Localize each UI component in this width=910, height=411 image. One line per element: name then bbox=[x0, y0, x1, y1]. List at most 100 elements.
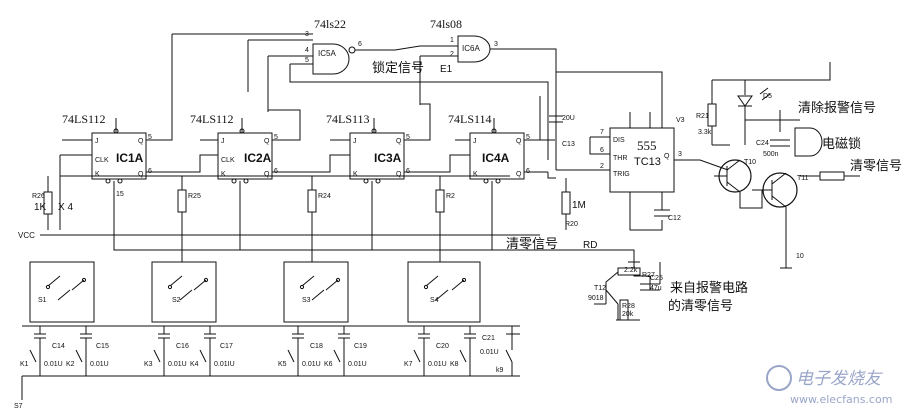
label-e1: E1 bbox=[440, 64, 453, 75]
label-clear-zero-right: 清零信号 bbox=[850, 159, 902, 174]
timer-pin-dis: DIS bbox=[613, 137, 625, 144]
label-cap3: 0.01U bbox=[168, 361, 187, 368]
flipflop-ic3a: IC3A J K Q Q 5 6 bbox=[349, 132, 410, 180]
ic1-pin-j: J bbox=[95, 138, 99, 145]
timer-pin-2: 2 bbox=[600, 163, 604, 170]
label-from-alarm-1: 来自报警电路 bbox=[670, 280, 748, 296]
label-s3: S3 bbox=[302, 297, 311, 304]
label-c20: C20 bbox=[436, 343, 449, 350]
watermark: 电子发烧友 www.elecfans.com bbox=[766, 365, 892, 406]
part-74ls08: 74ls08 bbox=[430, 17, 462, 31]
label-k5: K5 bbox=[278, 361, 287, 368]
part-74ls22: 74ls22 bbox=[314, 17, 346, 31]
watermark-cn: 电子发烧友 bbox=[796, 369, 883, 389]
label-k8: K8 bbox=[450, 361, 459, 368]
ic2-pin5: 5 bbox=[274, 134, 278, 141]
reset-circuit bbox=[594, 261, 661, 321]
label-1k: 1K bbox=[34, 202, 47, 213]
ic5-pin5: 5 bbox=[305, 57, 309, 64]
label-k1: K1 bbox=[20, 361, 29, 368]
resistor-r21 bbox=[707, 103, 717, 127]
ic1-pin-clk: CLK bbox=[95, 157, 109, 164]
label-s4: S4 bbox=[430, 297, 439, 304]
ic1-pin-k: K bbox=[95, 171, 100, 178]
label-cap2: 0.01U bbox=[90, 361, 109, 368]
label-k4: K4 bbox=[190, 361, 199, 368]
ic6-pin1: 1 bbox=[450, 37, 454, 44]
ic3-pin-q: Q bbox=[396, 138, 402, 145]
label-clear-zero-mid: 清零信号 bbox=[506, 237, 558, 252]
label-cap8: 0.01U bbox=[480, 349, 499, 356]
resistor-r24 bbox=[307, 189, 317, 213]
label-from-alarm-2: 的清零信号 bbox=[668, 298, 733, 314]
timer-part: 555 bbox=[637, 138, 657, 153]
label-d5: D5 bbox=[763, 93, 772, 100]
label-r28: R28 bbox=[622, 303, 635, 310]
label-s2: S2 bbox=[172, 297, 181, 304]
label-500n: 500n bbox=[763, 151, 779, 158]
label-lock-signal: 锁定信号 bbox=[372, 60, 424, 76]
timer-pin-3: 3 bbox=[678, 151, 682, 158]
flipflop-ic1a: IC1A J CLK K Q Q 5 6 15 bbox=[91, 132, 152, 198]
flipflop-ic4a: IC4A J K Q Q 5 6 bbox=[469, 132, 530, 180]
label-cap6: 0.01U bbox=[348, 361, 367, 368]
label-r27: R27 bbox=[642, 272, 655, 279]
label-cap7: 0.01U bbox=[428, 361, 447, 368]
timer-wires bbox=[547, 71, 729, 231]
label-t11: T11 bbox=[797, 175, 809, 182]
ic2-pin-j: J bbox=[221, 138, 225, 145]
label-c19: C19 bbox=[354, 343, 367, 350]
label-9018: 9018 bbox=[588, 295, 604, 302]
ic2-pin-clk: CLK bbox=[221, 157, 235, 164]
label-c12: C12 bbox=[668, 215, 681, 222]
label-cap1: 0.01U bbox=[44, 361, 63, 368]
ic5-label: IC5A bbox=[318, 49, 336, 58]
label-t12: T12 bbox=[594, 285, 606, 292]
label-electromagnetic-lock: 电磁锁 bbox=[822, 136, 861, 152]
label-t10: T10 bbox=[744, 159, 756, 166]
label-k2: K2 bbox=[66, 361, 75, 368]
label-k3: K3 bbox=[144, 361, 153, 368]
label-1m: 1M bbox=[572, 200, 586, 211]
label-c25: C25 bbox=[650, 275, 663, 282]
label-c14: C14 bbox=[52, 343, 65, 350]
label-cap5: 0.01U bbox=[302, 361, 321, 368]
flipflop-ic2a: IC2A J CLK K Q Q 5 6 bbox=[217, 132, 278, 180]
label-r2: R2 bbox=[446, 193, 455, 200]
ic1-label: IC1A bbox=[116, 151, 144, 165]
watermark-url: www.elecfans.com bbox=[790, 393, 892, 406]
watermark-logo-icon bbox=[766, 365, 792, 391]
top-wires bbox=[171, 33, 557, 170]
ic1-pin5: 5 bbox=[148, 134, 152, 141]
resistor-r27 bbox=[617, 267, 641, 276]
ic1-pin-q: Q bbox=[138, 138, 144, 145]
label-c17: C17 bbox=[220, 343, 233, 350]
ic2-pin-k: K bbox=[221, 171, 226, 178]
ic2-label: IC2A bbox=[244, 151, 272, 165]
timer-pin-trig: TRIG bbox=[613, 171, 630, 178]
label-vcc: VCC bbox=[18, 231, 35, 240]
part-74ls113: 74LS113 bbox=[326, 112, 370, 126]
label-c21: C21 bbox=[482, 335, 495, 342]
timer-pin-q: Q bbox=[664, 153, 670, 160]
switch-matrix bbox=[21, 261, 520, 400]
label-k7: K7 bbox=[404, 361, 413, 368]
gate-ic6a-and: IC6A bbox=[457, 35, 491, 63]
part-74ls112-b: 74LS112 bbox=[190, 112, 234, 126]
label-k6: K6 bbox=[324, 361, 333, 368]
label-c13: C13 bbox=[562, 141, 575, 148]
ic5-pin6: 6 bbox=[358, 41, 362, 48]
ic4-pin-j: J bbox=[473, 138, 477, 145]
timer-label: TC13 bbox=[634, 156, 661, 168]
label-s7: S7 bbox=[14, 403, 23, 410]
label-r25: R25 bbox=[188, 193, 201, 200]
part-74ls114: 74LS114 bbox=[448, 112, 492, 126]
ic4-pin5: 5 bbox=[526, 134, 530, 141]
label-20u: 20U bbox=[562, 115, 575, 122]
ic1-pin-qb: Q bbox=[138, 171, 144, 178]
label-s1: S1 bbox=[38, 297, 47, 304]
label-cap4: 0.01IU bbox=[214, 361, 235, 368]
label-20k: 20k bbox=[622, 311, 634, 318]
